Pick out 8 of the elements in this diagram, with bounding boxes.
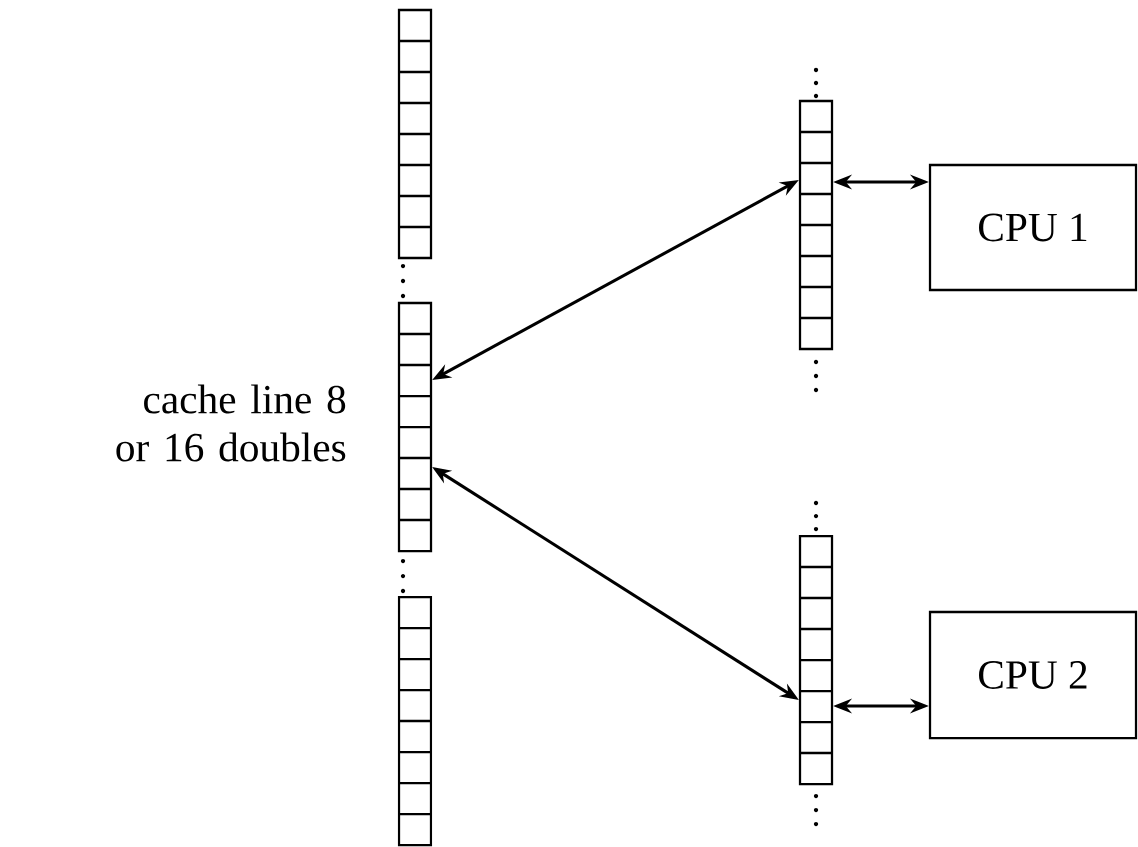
node-caption: cache line 8 or 16 doubles [116, 384, 346, 462]
memory-column [798, 99, 834, 351]
memory-column [397, 8, 433, 260]
memory-column [397, 301, 433, 553]
memory-column [798, 534, 834, 786]
cpu-box: CPU 2 [928, 610, 1138, 740]
memory-column [397, 595, 433, 847]
cpu-box: CPU 1 [928, 163, 1138, 292]
